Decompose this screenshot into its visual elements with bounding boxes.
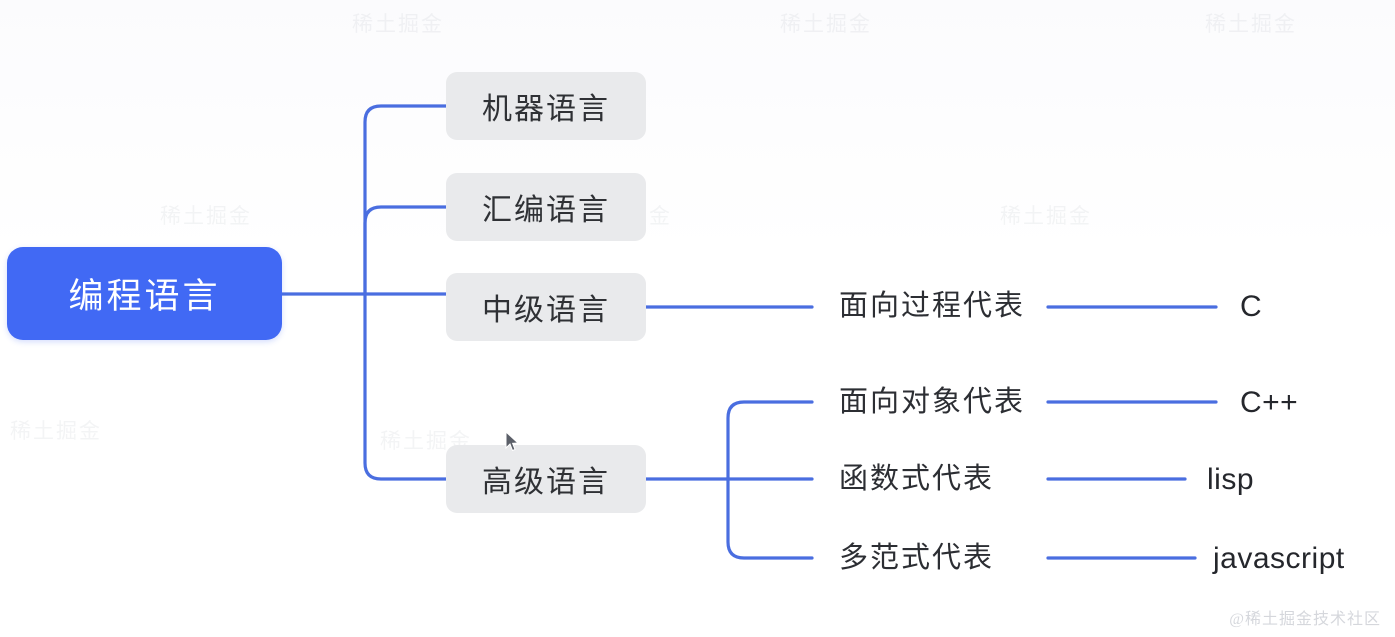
node-label: 中级语言: [482, 294, 610, 327]
mindmap-leaf-cpp[interactable]: C++: [1240, 386, 1299, 419]
mindmap-leaf-c[interactable]: C: [1240, 290, 1263, 323]
background-watermark: 稀土掘金: [780, 12, 872, 36]
background-watermark: 稀土掘金: [1205, 12, 1297, 36]
node-label: 高级语言: [482, 466, 610, 499]
link-root-to-branch-2: [363, 205, 448, 296]
mindmap-node-machine-language[interactable]: 机器语言: [446, 72, 646, 140]
background-watermark: 稀土掘金: [10, 419, 102, 443]
link-root-to-branch-4: [363, 292, 448, 481]
link-branch-4-to-sub-4: [726, 477, 814, 560]
mindmap-leaf-lisp[interactable]: lisp: [1207, 463, 1255, 496]
mindmap-node-procedural-representative[interactable]: 面向过程代表: [839, 290, 1026, 322]
background-watermark: 稀土掘金: [1000, 204, 1092, 228]
mindmap-root-label: 编程语言: [68, 277, 221, 316]
corner-watermark: @稀土掘金技术社区: [1229, 611, 1381, 628]
node-label: 机器语言: [482, 93, 610, 126]
mindmap-node-functional-representative[interactable]: 函数式代表: [839, 463, 995, 495]
mindmap-node-assembly-language[interactable]: 汇编语言: [446, 173, 646, 241]
node-label: 汇编语言: [482, 194, 610, 227]
mindmap-root-node[interactable]: 编程语言: [7, 247, 282, 340]
mindmap-node-object-oriented-representative[interactable]: 面向对象代表: [839, 386, 1026, 418]
mindmap-node-multiparadigm-representative[interactable]: 多范式代表: [839, 542, 995, 574]
mindmap-node-high-level-language[interactable]: 高级语言: [446, 445, 646, 513]
background-watermark: 稀土掘金: [352, 12, 444, 36]
mindmap-leaf-javascript[interactable]: javascript: [1213, 542, 1345, 575]
link-root-to-branch-1: [363, 104, 448, 296]
background-watermark: 稀土掘金: [160, 204, 252, 228]
link-branch-4-to-sub-2: [726, 400, 814, 481]
mindmap-node-intermediate-language[interactable]: 中级语言: [446, 273, 646, 341]
